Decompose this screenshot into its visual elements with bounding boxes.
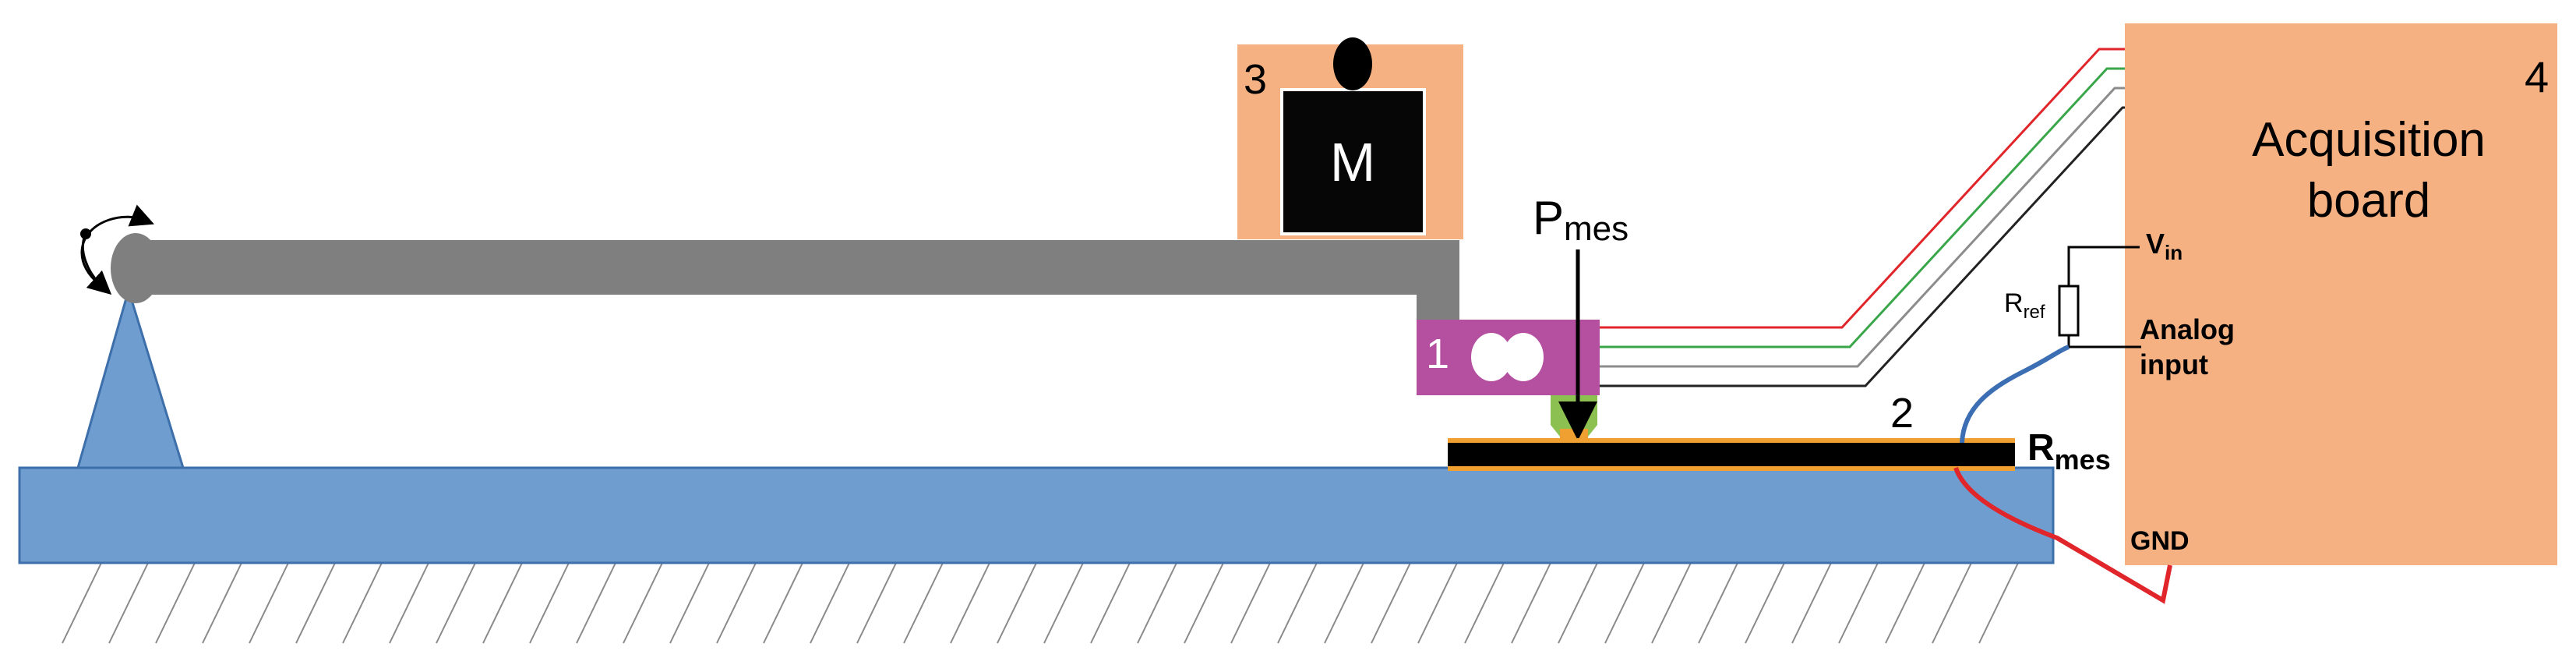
sample-core <box>1448 443 2015 466</box>
pivot-joint <box>111 233 161 303</box>
hatch-line <box>1417 562 1458 644</box>
hatch-line <box>950 562 990 644</box>
hatch-line <box>342 562 383 644</box>
hatch-line <box>1137 562 1177 644</box>
hatch-line <box>249 562 289 644</box>
hatch-line <box>997 562 1037 644</box>
hatch-line <box>856 562 897 644</box>
hatch-line <box>529 562 570 644</box>
arm-drop <box>1417 295 1459 320</box>
wire-black <box>1600 106 2125 387</box>
wire-green <box>1600 67 2125 348</box>
hatch-line <box>1090 562 1131 644</box>
ground-hatching <box>62 562 2019 644</box>
hatch-line <box>763 562 803 644</box>
rotation-dot-icon <box>80 228 91 239</box>
motor-knob <box>1333 37 1372 90</box>
hatch-line <box>1838 562 1879 644</box>
analog-input-line1: Analog <box>2140 313 2235 345</box>
wire-ground <box>1953 466 2172 604</box>
hatch-line <box>1791 562 1832 644</box>
rmes-label: Rmes <box>2027 427 2111 476</box>
analog-input-line2: input <box>2140 348 2208 380</box>
pivot-support <box>76 285 185 469</box>
wire-blue <box>1960 345 2070 444</box>
board-number: 4 <box>2525 52 2549 101</box>
hatch-line <box>1978 562 2019 644</box>
hatch-line <box>1558 562 1598 644</box>
hatch-line <box>576 562 616 644</box>
wire-gray <box>1600 87 2125 368</box>
vin-label: Vin <box>2146 228 2183 264</box>
hatch-line <box>623 562 663 644</box>
wire-red <box>1600 48 2125 329</box>
hatch-line <box>1604 562 1645 644</box>
board-title-line1: Acquisition <box>2252 113 2486 167</box>
pressure-label: Pmes <box>1533 192 1629 248</box>
sensor-number: 1 <box>1426 331 1449 377</box>
acquisition-board <box>2125 23 2557 565</box>
hatch-line <box>1324 562 1364 644</box>
lever-arm <box>140 240 1459 295</box>
hatch-line <box>389 562 429 644</box>
motor-body <box>1280 88 1426 235</box>
hatch-line <box>1932 562 1972 644</box>
hatch-line <box>1511 562 1551 644</box>
hatch-line <box>669 562 710 644</box>
hatch-line <box>1043 562 1084 644</box>
sensor-hole-left <box>1471 333 1512 381</box>
base-plate <box>18 466 2055 564</box>
rref-label: Rref <box>2004 288 2045 323</box>
rref-resistor <box>2058 285 2080 337</box>
hatch-line <box>155 562 196 644</box>
motor-letter: M <box>1330 132 1375 193</box>
motor-number: 3 <box>1244 56 1267 103</box>
hatch-line <box>1698 562 1738 644</box>
hatch-line <box>1230 562 1271 644</box>
hatch-line <box>1464 562 1505 644</box>
board-title-line2: board <box>2307 174 2431 228</box>
hatch-line <box>295 562 336 644</box>
hatch-line <box>1277 562 1318 644</box>
hatch-line <box>108 562 149 644</box>
sample-number: 2 <box>1890 390 1914 437</box>
hatch-line <box>810 562 850 644</box>
hatch-line <box>1184 562 1224 644</box>
hatch-line <box>716 562 757 644</box>
hatch-line <box>903 562 944 644</box>
hatch-line <box>482 562 523 644</box>
sensor-cable <box>1600 48 2125 387</box>
hatch-line <box>1371 562 1411 644</box>
hatch-line <box>62 562 102 644</box>
hatch-line <box>202 562 242 644</box>
hatch-line <box>1885 562 1925 644</box>
probe-tip-contact <box>1560 429 1588 440</box>
hatch-line <box>1651 562 1692 644</box>
sensor-hole-right <box>1503 333 1544 381</box>
hatch-line <box>436 562 476 644</box>
hatch-line <box>1745 562 1785 644</box>
gnd-label: GND <box>2130 526 2190 556</box>
